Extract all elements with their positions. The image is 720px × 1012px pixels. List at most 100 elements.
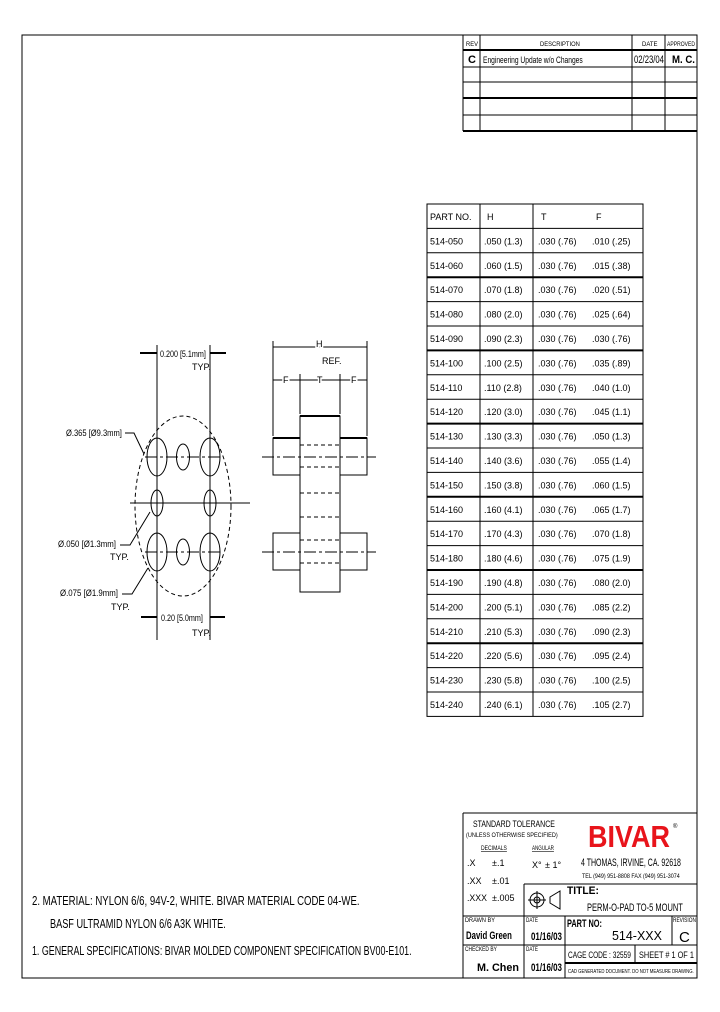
outer-dia-label: Ø.365 [Ø9.3mm] bbox=[66, 427, 122, 438]
large-hole-typ: TYP. bbox=[111, 602, 130, 612]
large-hole bbox=[146, 437, 168, 477]
table-cell: .090 (2.3) bbox=[592, 627, 631, 637]
large-hole-dia-label: Ø.075 [Ø1.9mm] bbox=[60, 587, 118, 598]
table-cell: .210 (5.3) bbox=[484, 627, 523, 637]
dim-top: 0.200 [5.1mm] bbox=[160, 349, 206, 359]
checked-date-label: DATE bbox=[526, 947, 538, 954]
drawn-by: David Green bbox=[466, 930, 512, 943]
note-1: 1. GENERAL SPECIFICATIONS: BIVAR MOLDED … bbox=[32, 944, 412, 958]
angular-unit: X° bbox=[532, 860, 542, 870]
table-cell: .030 (.76) bbox=[538, 407, 577, 417]
small-hole bbox=[176, 538, 190, 566]
table-header: PART NO. bbox=[430, 212, 472, 222]
date-header: DATE bbox=[642, 42, 658, 48]
table-cell: .010 (.25) bbox=[592, 236, 631, 246]
table-cell: 514-050 bbox=[430, 236, 463, 246]
table-cell: .035 (.89) bbox=[592, 358, 631, 368]
table-cell: .025 (.64) bbox=[592, 310, 631, 320]
table-cell: .030 (.76) bbox=[538, 334, 577, 344]
table-cell: 514-100 bbox=[430, 358, 463, 368]
drawn-by-label: DRAWN BY bbox=[465, 918, 495, 924]
table-cell: 514-090 bbox=[430, 334, 463, 344]
outer-outline bbox=[134, 415, 232, 597]
notes: 2. MATERIAL: NYLON 6/6, 94V-2, WHITE. BI… bbox=[32, 895, 412, 959]
decimal-2-place: .XX bbox=[467, 876, 482, 886]
title-label: TITLE: bbox=[567, 885, 599, 897]
table-cell: .030 (.76) bbox=[538, 505, 577, 515]
h-label: H bbox=[316, 339, 323, 349]
small-hole-dia-label: Ø.050 [Ø1.3mm] bbox=[58, 538, 116, 549]
table-cell: .060 (1.5) bbox=[484, 261, 523, 271]
table-cell: .065 (1.7) bbox=[592, 505, 631, 515]
table-cell: .030 (.76) bbox=[538, 261, 577, 271]
small-hole bbox=[203, 489, 217, 517]
checked-by-label: CHECKED BY bbox=[465, 947, 497, 954]
table-cell: 514-110 bbox=[430, 383, 462, 393]
description-header: DESCRIPTION bbox=[540, 42, 580, 48]
revision: C bbox=[679, 929, 690, 946]
t-label: T bbox=[317, 375, 323, 385]
decimals-label: DECIMALS bbox=[481, 846, 507, 852]
table-cell: .190 (4.8) bbox=[484, 578, 523, 588]
dim-top-typ: TYP. bbox=[192, 362, 211, 372]
table-cell: .120 (3.0) bbox=[484, 407, 523, 417]
table-cell: .130 (3.3) bbox=[484, 432, 523, 442]
table-cell: .160 (4.1) bbox=[484, 505, 523, 515]
table-cell: .085 (2.2) bbox=[592, 602, 631, 612]
table-header: F bbox=[596, 212, 602, 222]
table-cell: .110 (2.8) bbox=[484, 383, 522, 393]
rev-header: REV bbox=[466, 42, 478, 48]
table-cell: .050 (1.3) bbox=[484, 236, 523, 246]
table-cell: .230 (5.8) bbox=[484, 676, 523, 686]
rev-value: C bbox=[468, 54, 476, 66]
table-cell: 514-130 bbox=[430, 432, 463, 442]
table-cell: .055 (1.4) bbox=[592, 456, 631, 466]
table-cell: .080 (2.0) bbox=[592, 578, 631, 588]
ref-label: REF. bbox=[322, 356, 342, 366]
table-cell: .030 (.76) bbox=[538, 627, 577, 637]
table-cell: .140 (3.6) bbox=[484, 456, 523, 466]
table-header: H bbox=[487, 212, 494, 222]
table-cell: .045 (1.1) bbox=[592, 407, 631, 417]
tolerance-sub: (UNLESS OTHERWISE SPECIFIED) bbox=[466, 833, 558, 839]
table-cell: .150 (3.8) bbox=[484, 480, 523, 490]
f-label-right: F bbox=[351, 375, 357, 385]
rev-date: 02/23/04 bbox=[634, 54, 664, 67]
table-cell: .030 (.76) bbox=[538, 480, 577, 490]
small-hole-typ: TYP. bbox=[110, 552, 129, 562]
table-cell: 514-240 bbox=[430, 700, 463, 710]
large-hole bbox=[146, 532, 168, 572]
table-cell: .030 (.76) bbox=[538, 651, 577, 661]
decimal-3-tol: ±.005 bbox=[492, 893, 514, 903]
table-cell: 514-230 bbox=[430, 676, 463, 686]
table-cell: 514-190 bbox=[430, 578, 463, 588]
table-cell: .040 (1.0) bbox=[592, 383, 631, 393]
table-cell: .105 (2.7) bbox=[592, 700, 631, 710]
angular-tol: ± 1° bbox=[545, 860, 561, 870]
table-cell: 514-080 bbox=[430, 310, 463, 320]
table-cell: .015 (.38) bbox=[592, 261, 631, 271]
table-cell: .020 (.51) bbox=[592, 285, 631, 295]
table-cell: 514-140 bbox=[430, 456, 463, 466]
cad-note: CAD GENERATED DOCUMENT. DO NOT MEASURE D… bbox=[568, 969, 694, 974]
table-cell: .030 (.76) bbox=[538, 236, 577, 246]
front-view: 0.200 [5.1mm] TYP. 0.20 [5.0mm] TYP. Ø.3… bbox=[58, 345, 250, 640]
decimal-1-tol: ±.1 bbox=[492, 858, 504, 868]
note-2-cont: BASF ULTRAMID NYLON 6/6 A3K WHITE. bbox=[50, 918, 226, 932]
table-cell: 514-220 bbox=[430, 651, 463, 661]
table-cell: .030 (.76) bbox=[538, 554, 577, 564]
table-cell: .030 (.76) bbox=[538, 310, 577, 320]
table-cell: 514-070 bbox=[430, 285, 463, 295]
table-cell: .075 (1.9) bbox=[592, 554, 631, 564]
table-cell: .100 (2.5) bbox=[592, 676, 631, 686]
table-cell: .030 (.76) bbox=[592, 334, 631, 344]
f-label-left: F bbox=[283, 375, 289, 385]
table-cell: 514-210 bbox=[430, 627, 463, 637]
table-cell: 514-170 bbox=[430, 529, 463, 539]
dim-bottom: 0.20 [5.0mm] bbox=[161, 613, 203, 623]
table-border bbox=[426, 203, 644, 717]
large-hole bbox=[199, 437, 221, 477]
table-cell: .100 (2.5) bbox=[484, 358, 523, 368]
